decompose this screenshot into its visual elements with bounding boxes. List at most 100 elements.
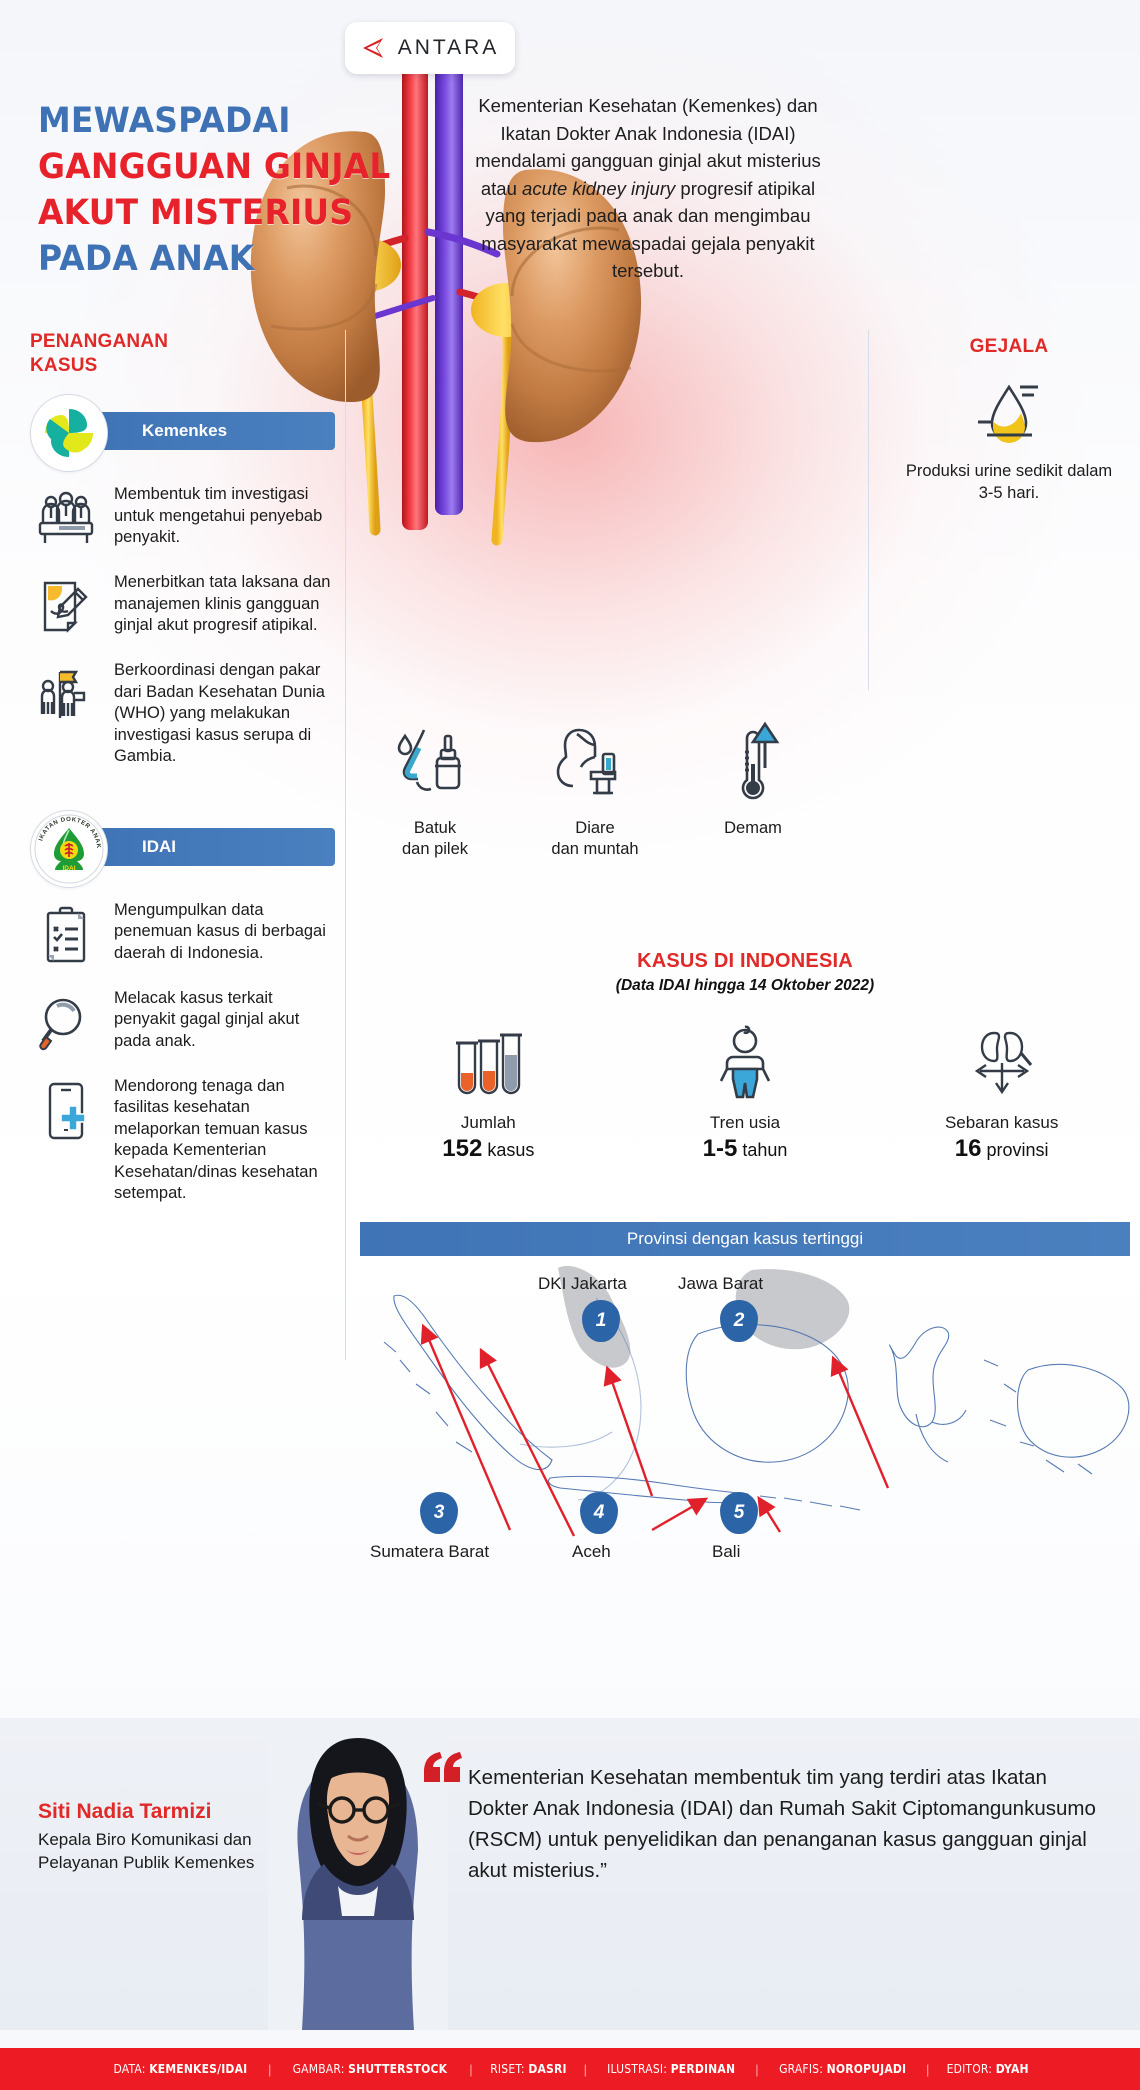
- credit-separator: |: [469, 2061, 473, 2077]
- idai-logo: IKATAN DOKTER ANAK INDONESIA IDAI: [30, 809, 108, 888]
- headline-line-3: AKUT MISTERIUS: [38, 193, 354, 233]
- kemenkes-pinwheel-icon: [45, 409, 93, 457]
- headline-line-2: GANGGUAN GINJAL: [38, 147, 391, 187]
- credit-data: DATA: KEMENKES/IDAI: [113, 2062, 248, 2076]
- list-item: Mendorong tenaga dan fasilitas kesehatan…: [30, 1074, 335, 1205]
- credit-data-value: KEMENKES/IDAI: [149, 2062, 248, 2076]
- credit-gambar-value: SHUTTERSTOCK: [348, 2062, 448, 2076]
- map-label-5: Bali: [712, 1542, 741, 1561]
- list-item-text: Berkoordinasi dengan pakar dari Badan Ke…: [114, 661, 325, 765]
- divider-right: [868, 330, 869, 690]
- antara-logo: ANTARA: [345, 22, 515, 74]
- intro-paragraph: Kementerian Kesehatan (Kemenkes) dan Ika…: [462, 92, 834, 285]
- speaker-info: Siti Nadia Tarmizi Kepala Biro Komunikas…: [38, 1800, 278, 1874]
- stat-value: 1-5 tahun: [637, 1135, 852, 1163]
- stat-unit: kasus: [487, 1140, 535, 1160]
- list-item: Mengumpulkan data penemuan kasus di berb…: [30, 898, 335, 972]
- org-header-idai: IDAI IKATAN DOKTER ANAK INDONESIA IDAI: [30, 809, 335, 888]
- list-item: Melacak kasus terkait penyakit gagal gin…: [30, 986, 335, 1060]
- stat-number: 16: [954, 1135, 982, 1162]
- map-pin-4[interactable]: 4: [580, 1492, 618, 1538]
- team-meeting-icon: [30, 482, 102, 556]
- credit-separator: |: [755, 2061, 759, 2077]
- urine-drop-icon: [900, 370, 1118, 456]
- stat-unit: tahun: [742, 1140, 788, 1160]
- stat-sebaran: Sebaran kasus 16 provinsi: [894, 1021, 1109, 1163]
- list-item: Membentuk tim investigasi untuk mengetah…: [30, 482, 335, 556]
- org-label-kemenkes: Kemenkes: [142, 421, 228, 440]
- credit-grafis-value: NOROPUJADI: [826, 2062, 906, 2076]
- symptom-diare-muntah: Diare dan muntah: [520, 720, 670, 860]
- symptom-caption-line1: Batuk: [413, 819, 457, 837]
- map-bar-label: Provinsi dengan kasus tertinggi: [626, 1229, 864, 1248]
- map-bar-title: Provinsi dengan kasus tertinggi: [360, 1222, 1130, 1256]
- map-pin-rank: 1: [582, 1300, 620, 1342]
- credit-editor-value: DYAH: [996, 2062, 1030, 2076]
- credit-grafis: GRAFIS: NOROPUJADI: [778, 2062, 906, 2076]
- credit-gambar: GAMBAR: SHUTTERSTOCK: [293, 2062, 448, 2076]
- stat-unit: provinsi: [986, 1140, 1049, 1160]
- map-label-1: DKI Jakarta: [538, 1274, 627, 1293]
- list-item-text: Membentuk tim investigasi untuk mengetah…: [114, 485, 323, 546]
- intro-part-2: progresif atipikal yang terjadi pada ana…: [481, 177, 816, 282]
- kasus-subtitle: (Data IDAI hingga 14 Oktober 2022): [615, 977, 875, 994]
- symptom-caption-line2: dan muntah: [551, 840, 639, 858]
- stat-label: Jumlah: [460, 1113, 516, 1132]
- divider-left: [345, 330, 346, 1360]
- map-pin-3[interactable]: 3: [420, 1492, 458, 1538]
- antara-mark-icon: [362, 38, 383, 58]
- credit-separator: |: [583, 2061, 587, 2077]
- thermometer-icon: [678, 716, 828, 812]
- quote-icon: [422, 1752, 462, 1789]
- list-item-text: Menerbitkan tata laksana dan manajemen k…: [114, 573, 331, 634]
- credit-editor: EDITOR: DYAH: [946, 2062, 1030, 2076]
- vomiting-toilet-icon: [520, 720, 670, 812]
- speaker-portrait: [268, 1718, 448, 2030]
- gejala-primary-caption: Produksi urine sedikit dalam 3-5 hari.: [905, 462, 1113, 502]
- symptom-demam: Demam: [678, 716, 828, 839]
- symptom-caption-line1: Demam: [724, 819, 782, 837]
- stat-tren-usia: Tren usia 1-5 tahun: [637, 1021, 852, 1163]
- speaker-role: Kepala Biro Komunikasi dan Pelayanan Pub…: [38, 1830, 255, 1872]
- map-pin-rank: 2: [720, 1300, 758, 1342]
- symptom-caption-line1: Diare: [575, 819, 615, 837]
- stat-number: 152: [442, 1135, 483, 1162]
- stats-row: Jumlah 152 kasus Tren usia: [360, 1021, 1130, 1163]
- intro-part-1: Kementerian Kesehatan (Kemenkes) dan Ika…: [475, 95, 821, 199]
- svg-text:IDAI: IDAI: [63, 865, 76, 872]
- speaker-name: Siti Nadia Tarmizi: [38, 1800, 212, 1823]
- map-pin-rank: 3: [420, 1492, 458, 1534]
- credit-riset-value: DASRI: [527, 2062, 567, 2076]
- map-pin-2[interactable]: 2: [720, 1300, 758, 1346]
- kidney-illustration: [235, 60, 655, 580]
- magnifier-icon: [30, 986, 102, 1060]
- clipboard-checklist-icon: [30, 898, 102, 972]
- nose-spray-icon: [360, 720, 510, 812]
- page-title: MEWASPADAI GANGGUAN GINJAL AKUT MISTERIU…: [38, 98, 418, 282]
- map-pin-1[interactable]: 1: [582, 1300, 620, 1346]
- test-tubes-icon: [381, 1021, 596, 1103]
- credit-ilustrasi-value: PERDINAN: [670, 2062, 736, 2076]
- org-header-kemenkes: Kemenkes: [30, 394, 335, 472]
- list-item: Menerbitkan tata laksana dan manajemen k…: [30, 570, 335, 644]
- credit-riset: RISET: DASRI: [489, 2062, 567, 2076]
- idai-emblem-icon: IKATAN DOKTER ANAK INDONESIA IDAI: [32, 812, 104, 883]
- stat-label: Tren usia: [709, 1113, 781, 1132]
- map-label-3: Sumatera Barat: [370, 1542, 490, 1561]
- stat-value: 152 kasus: [381, 1135, 596, 1163]
- quote-band: [0, 1718, 1140, 2030]
- credit-separator: |: [925, 2061, 930, 2077]
- quote-text: Kementerian Kesehatan membentuk tim yang…: [468, 1766, 1096, 1882]
- document-pencil-icon: [30, 570, 102, 644]
- symptom-batuk-pilek: Batuk dan pilek: [360, 720, 510, 860]
- map-pin-rank: 4: [580, 1492, 618, 1534]
- headline-line-4: PADA ANAK: [38, 239, 255, 279]
- stat-jumlah: Jumlah 152 kasus: [381, 1021, 596, 1163]
- kasus-indonesia-section: KASUS DI INDONESIA (Data IDAI hingga 14 …: [360, 950, 1130, 1163]
- headline-line-1: MEWASPADAI: [38, 101, 291, 141]
- map-section: Provinsi dengan kasus tertinggi: [360, 1222, 1130, 1562]
- map-pin-5[interactable]: 5: [720, 1492, 758, 1538]
- credit-ilustrasi: ILUSTRASI: PERDINAN: [607, 2062, 736, 2076]
